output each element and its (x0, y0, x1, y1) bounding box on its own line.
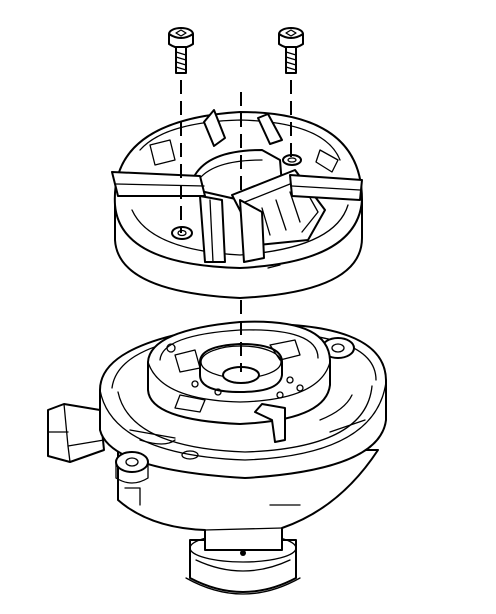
alignment-lines (180, 80, 292, 372)
screw-right (278, 27, 304, 74)
distributor-housing (47, 320, 387, 595)
screw-left (168, 27, 194, 74)
rotor (111, 109, 363, 299)
